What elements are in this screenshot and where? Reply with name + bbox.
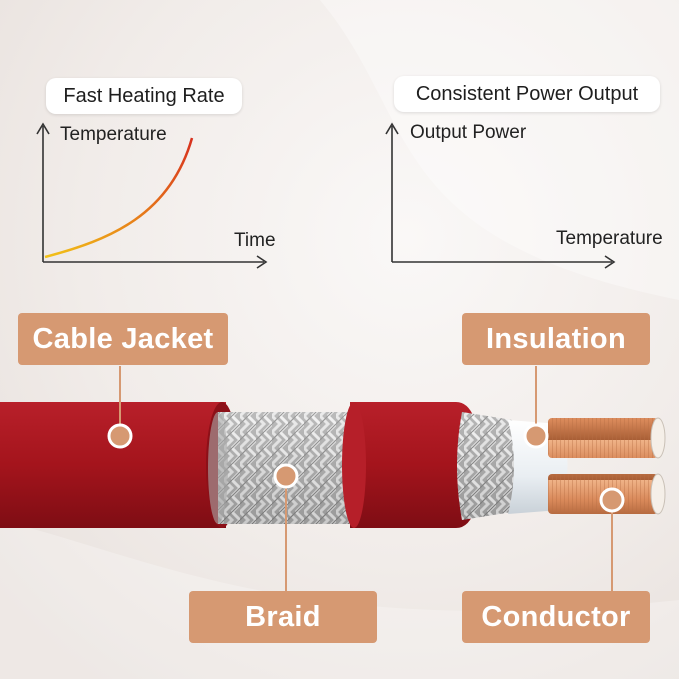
right-chart-xlabel: Temperature: [556, 228, 663, 249]
marker-dots: [107, 423, 625, 513]
cable-jacket-right: [342, 402, 480, 528]
heating-curve: [44, 137, 194, 259]
right-chart-axes: [385, 122, 616, 269]
left-chart-xlabel: Time: [234, 230, 276, 251]
leader-lines: [119, 366, 613, 592]
conductor-label: Conductor: [462, 591, 650, 643]
conductor-top: [548, 417, 666, 459]
left-chart-axes: [36, 122, 268, 269]
left-chart-ylabel: Temperature: [60, 124, 167, 145]
cable-jacket-label: Cable Jacket: [18, 313, 228, 365]
inner-braid: [457, 412, 521, 520]
left-chart-title: Fast Heating Rate: [46, 78, 242, 114]
right-chart-ylabel: Output Power: [410, 122, 527, 143]
insulation-label: Insulation: [462, 313, 650, 365]
right-chart-title: Consistent Power Output: [394, 76, 660, 112]
braid-label: Braid: [189, 591, 377, 643]
